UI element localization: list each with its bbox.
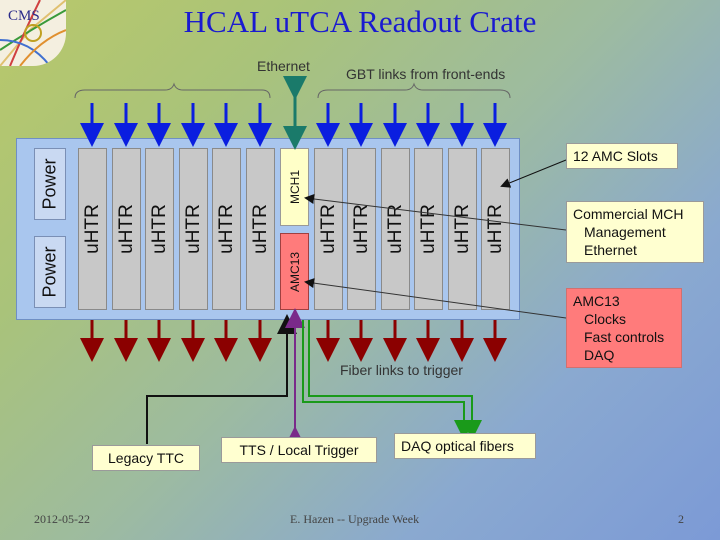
uhtr-slot: uHTR <box>481 148 510 310</box>
amc13-module: AMC13 <box>280 233 309 310</box>
amc-slots-callout: 12 AMC Slots <box>566 143 678 169</box>
cms-logo: CMS <box>0 0 66 66</box>
mch1-module: MCH1 <box>280 148 309 226</box>
daq-fibers-text: DAQ optical fibers <box>401 438 514 454</box>
fiber-links-label: Fiber links to trigger <box>340 362 463 378</box>
uhtr-slot: uHTR <box>381 148 410 310</box>
uhtr-slot: uHTR <box>179 148 208 310</box>
uhtr-slot: uHTR <box>112 148 141 310</box>
daq-fibers-box: DAQ optical fibers <box>394 433 536 459</box>
power-module-bottom: Power <box>34 236 66 308</box>
footer-author: E. Hazen -- Upgrade Week <box>290 512 420 526</box>
mch-callout-line2: Ethernet <box>584 242 637 258</box>
uhtr-slot: uHTR <box>212 148 241 310</box>
mch-callout-title: Commercial MCH <box>573 206 684 222</box>
power-module-top: Power <box>34 148 66 220</box>
logo-text: CMS <box>8 8 40 24</box>
amc13-callout-line3: DAQ <box>584 347 615 363</box>
tts-text: TTS / Local Trigger <box>239 442 359 458</box>
amc13-callout-line2: Fast controls <box>584 329 665 345</box>
uhtr-slot: uHTR <box>246 148 275 310</box>
footer-date: 2012-05-22 <box>34 512 90 526</box>
tts-box: TTS / Local Trigger <box>221 437 377 463</box>
legacy-ttc-box: Legacy TTC <box>92 445 200 471</box>
gbt-links-label: GBT links from front-ends <box>346 66 506 82</box>
mch-callout: Commercial MCH Management Ethernet <box>566 201 704 263</box>
uhtr-slot: uHTR <box>145 148 174 310</box>
legacy-ttc-text: Legacy TTC <box>108 450 184 466</box>
uhtr-slot: uHTR <box>414 148 443 310</box>
amc13-callout-title: AMC13 <box>573 293 620 309</box>
amc13-callout: AMC13 Clocks Fast controls DAQ <box>566 288 682 368</box>
amc-slots-text: 12 AMC Slots <box>573 148 658 164</box>
footer-page-number: 2 <box>678 512 684 526</box>
mch-callout-line1: Management <box>584 224 666 240</box>
uhtr-slot: uHTR <box>314 148 343 310</box>
ethernet-label: Ethernet <box>257 58 310 74</box>
uhtr-slot: uHTR <box>78 148 107 310</box>
uhtr-slot: uHTR <box>448 148 477 310</box>
page-title: HCAL uTCA Readout Crate <box>183 4 537 39</box>
uhtr-slot: uHTR <box>347 148 376 310</box>
amc13-callout-line1: Clocks <box>584 311 627 327</box>
